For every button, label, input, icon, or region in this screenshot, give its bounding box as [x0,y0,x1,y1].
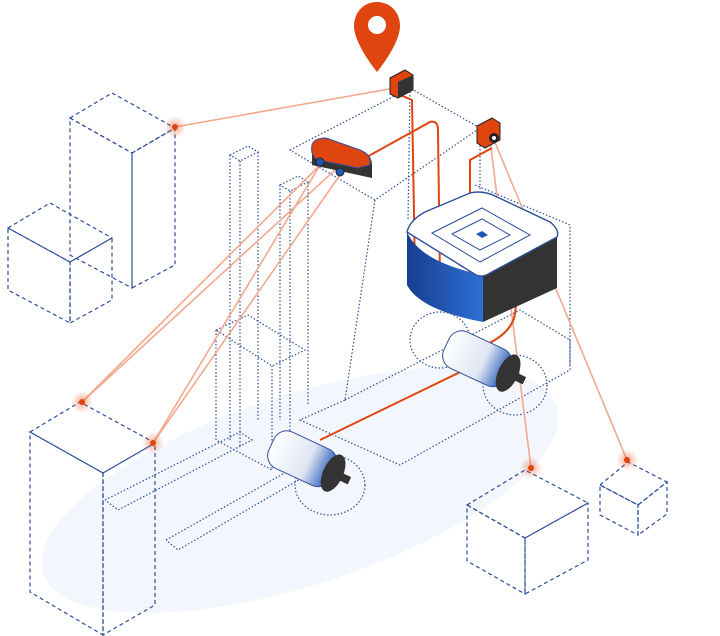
battery-icon [406,191,559,322]
box-tall-left [68,92,177,290]
target-point [142,432,164,454]
motor-icon-rear [442,330,527,392]
floor-shadow [41,367,559,613]
target-points [71,116,638,479]
box-small-right [598,461,669,537]
motor-icon-front [267,430,352,492]
lidar-sensor-icon [476,117,501,149]
box-bottom-middle [465,469,590,596]
target-point [616,449,638,471]
stereo-camera-icon [311,137,372,178]
box-small-left [6,202,114,325]
target-point [520,457,542,479]
camera-sensor-icon [389,69,414,99]
target-point [71,391,93,413]
location-pin-icon [354,2,400,72]
target-point [164,116,186,138]
